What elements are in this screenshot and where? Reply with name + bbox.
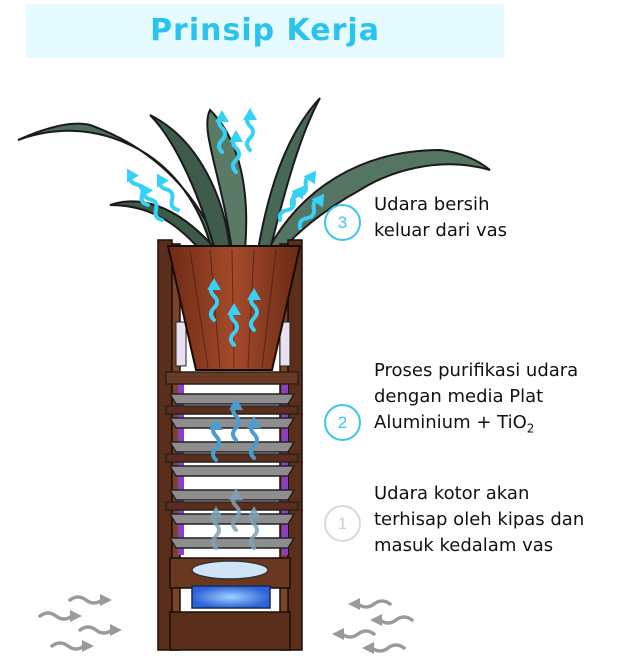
step-2-line-3-subscript: 2 xyxy=(526,421,535,436)
step-1-line-1: Udara kotor akan xyxy=(374,483,530,504)
aluminium-plates xyxy=(165,371,299,549)
fan-icon xyxy=(191,560,271,609)
diagram-title: Prinsip Kerja xyxy=(150,13,380,48)
step-3-line-2: keluar dari vas xyxy=(374,220,508,241)
step-2-line-2: dengan media Plat xyxy=(374,386,544,407)
step-3-line-1: Udara bersih xyxy=(374,194,490,215)
step-2-description: Proses purifikasi udara dengan media Pla… xyxy=(374,358,624,442)
step-1-description: Udara kotor akan terhisap oleh kipas dan… xyxy=(374,481,624,559)
step-3-number: 3 xyxy=(324,204,361,241)
step-1-number: 1 xyxy=(324,505,361,542)
step-2-line-1: Proses purifikasi udara xyxy=(374,360,579,381)
step-2-number: 2 xyxy=(324,404,361,441)
step-1-line-3: masuk kedalam vas xyxy=(374,535,554,556)
step-1-line-2: terhisap oleh kipas dan xyxy=(374,509,585,530)
title-band: Prinsip Kerja xyxy=(26,4,504,58)
step-2-line-3: Aluminium + TiO2 xyxy=(374,410,624,442)
step-3-description: Udara bersih keluar dari vas xyxy=(374,192,624,244)
step-2-line-3-text: Aluminium + TiO xyxy=(374,412,527,433)
